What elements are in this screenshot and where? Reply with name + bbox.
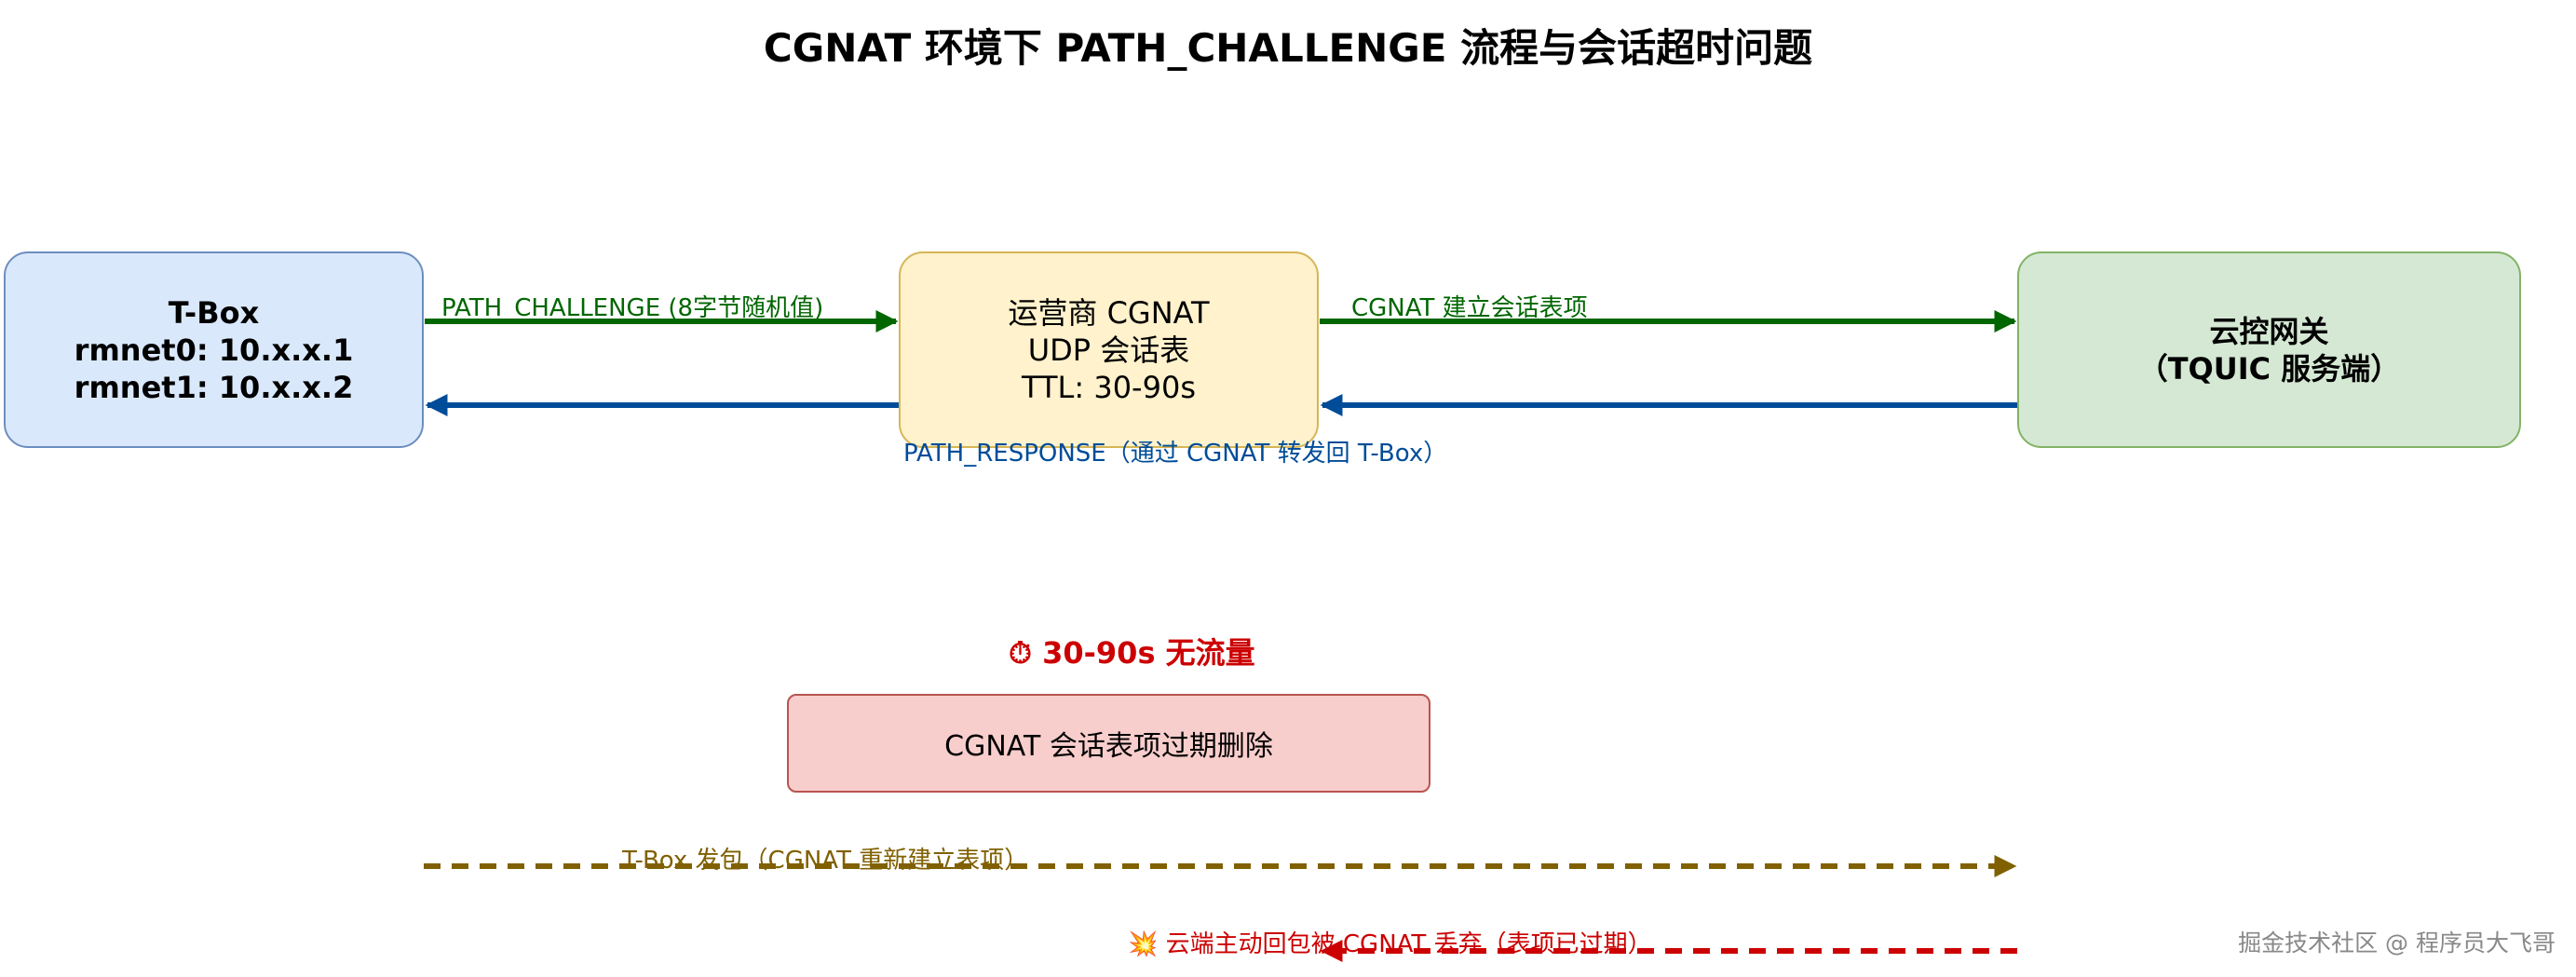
tbox-rmnet1: rmnet1: 10.x.x.2	[74, 369, 354, 405]
tbox-node: T-Box rmnet0: 10.x.x.1 rmnet1: 10.x.x.2	[4, 251, 424, 448]
cgnat-ttl: TTL: 30-90s	[1022, 369, 1196, 405]
gateway-name: 云控网关	[2209, 313, 2329, 349]
session-expire-node: CGNAT 会话表项过期删除	[787, 694, 1430, 793]
path-response-label: PATH_RESPONSE（通过 CGNAT 转发回 T-Box）	[903, 440, 1448, 468]
gateway-role: （TQUIC 服务端）	[2137, 350, 2401, 387]
gateway-node: 云控网关 （TQUIC 服务端）	[2017, 251, 2521, 448]
path-challenge-label: PATH_CHALLENGE (8字节随机值)	[441, 294, 824, 322]
cgnat-name: 运营商 CGNAT	[1008, 294, 1210, 331]
cgnat-table: UDP 会话表	[1027, 332, 1190, 368]
cgnat-session-label: CGNAT 建立会话表项	[1351, 294, 1588, 322]
watermark: 掘金技术社区 @ 程序员大飞哥	[2238, 930, 2556, 957]
tbox-send-label: T-Box 发包（CGNAT 重新建立表项）	[622, 847, 1029, 875]
cgnat-node: 运营商 CGNAT UDP 会话表 TTL: 30-90s	[899, 251, 1319, 448]
timeout-timer-label: ⏱ 30-90s 无流量	[1009, 635, 1255, 671]
tbox-rmnet0: rmnet0: 10.x.x.1	[74, 332, 354, 368]
cloud-drop-label: 💥 云端主动回包被 CGNAT 丢弃（表项已过期）	[1128, 930, 1652, 958]
session-expire-label: CGNAT 会话表项过期删除	[944, 730, 1273, 763]
tbox-name: T-Box	[168, 294, 260, 331]
diagram-title: CGNAT 环境下 PATH_CHALLENGE 流程与会话超时问题	[763, 25, 1813, 71]
